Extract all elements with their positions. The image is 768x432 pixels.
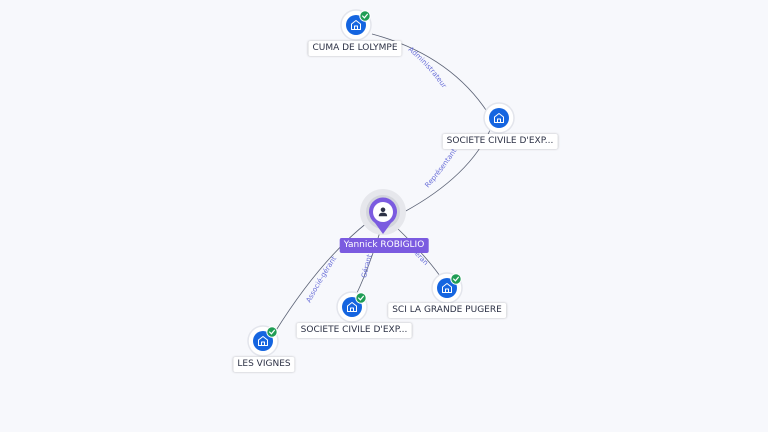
check-badge-icon: [355, 292, 367, 304]
edge-person-vignes: [274, 221, 369, 333]
company-node-sce2[interactable]: [336, 291, 368, 323]
company-label-sce2[interactable]: SOCIETE CIVILE D'EXP...: [296, 323, 412, 338]
person-node[interactable]: [360, 189, 406, 235]
edge-label: Associé-gérant: [305, 255, 339, 304]
company-node-vignes[interactable]: [247, 325, 279, 357]
edge-label: Représentant: [423, 147, 458, 189]
company-label-sci[interactable]: SCI LA GRANDE PUGERE: [388, 303, 506, 318]
edges-layer: AdministrateurReprésentantAssocié-gérant…: [0, 0, 492, 333]
building-icon: [494, 113, 504, 123]
edge-label: Gérant: [360, 253, 374, 278]
building-icon: [442, 283, 452, 293]
company-node-sce1[interactable]: [483, 102, 515, 134]
check-badge-icon: [266, 326, 278, 338]
company-label-vignes[interactable]: LES VIGNES: [233, 357, 295, 372]
check-badge-icon: [359, 10, 371, 22]
edge-person-sci: [396, 227, 441, 277]
edge-sce1-cuma: [371, 33, 489, 114]
check-badge-icon: [450, 273, 462, 285]
building-icon: [258, 336, 268, 346]
edge-label: Administrateur: [407, 45, 448, 89]
company-node-sci[interactable]: [431, 272, 463, 304]
company-node-cuma[interactable]: [340, 9, 372, 41]
building-icon: [347, 302, 357, 312]
company-label-cuma[interactable]: CUMA DE LOLYMPE: [308, 41, 402, 56]
company-label-sce1[interactable]: SOCIETE CIVILE D'EXP...: [442, 134, 558, 149]
building-icon: [351, 20, 361, 30]
person-icon: [378, 207, 388, 217]
person-name-label[interactable]: Yannick ROBIGLIO: [339, 238, 429, 253]
